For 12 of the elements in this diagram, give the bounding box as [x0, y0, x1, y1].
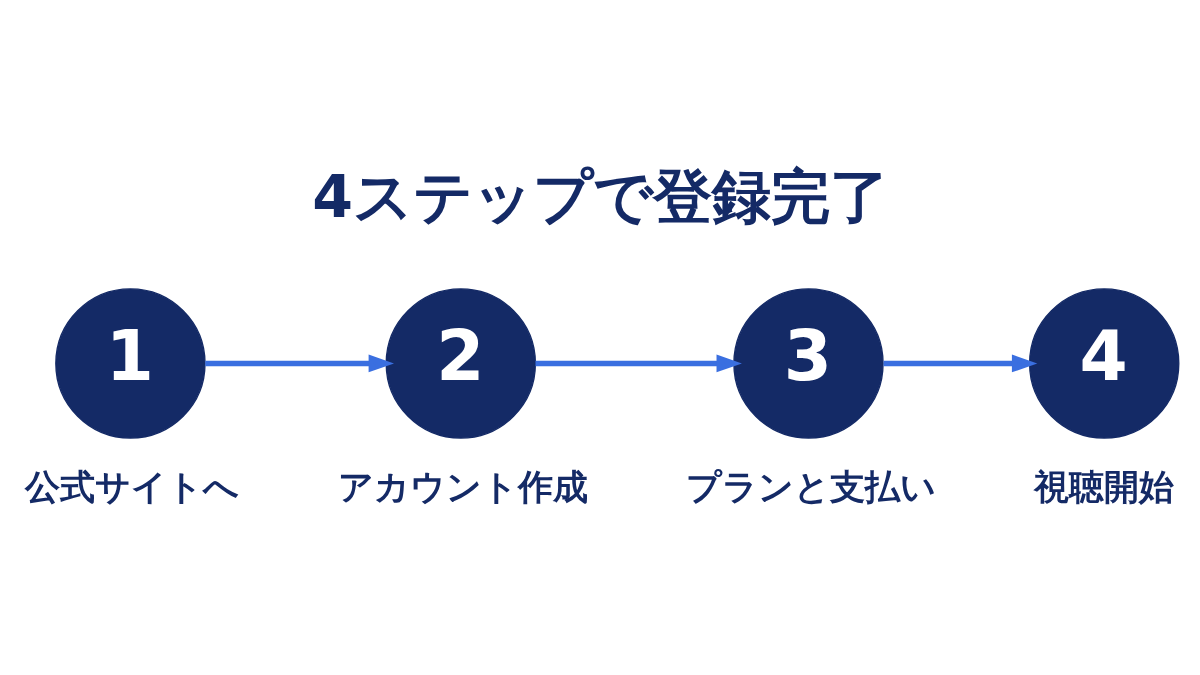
node-circle: 1 — [55, 288, 206, 439]
arrow — [883, 354, 1038, 373]
arrow — [205, 354, 394, 373]
node-label: アカウント作成 — [338, 467, 589, 508]
diagram-title: 4ステップで登録完了 — [312, 163, 890, 232]
node-label: プランと支払い — [685, 467, 936, 508]
arrow — [535, 354, 742, 373]
node-label: 公式サイトへ — [25, 467, 240, 508]
node-circle: 2 — [385, 288, 537, 439]
node-label: 視聴開始 — [1033, 467, 1174, 508]
node-circle: 4 — [1028, 288, 1180, 439]
node-circle: 3 — [733, 288, 884, 439]
